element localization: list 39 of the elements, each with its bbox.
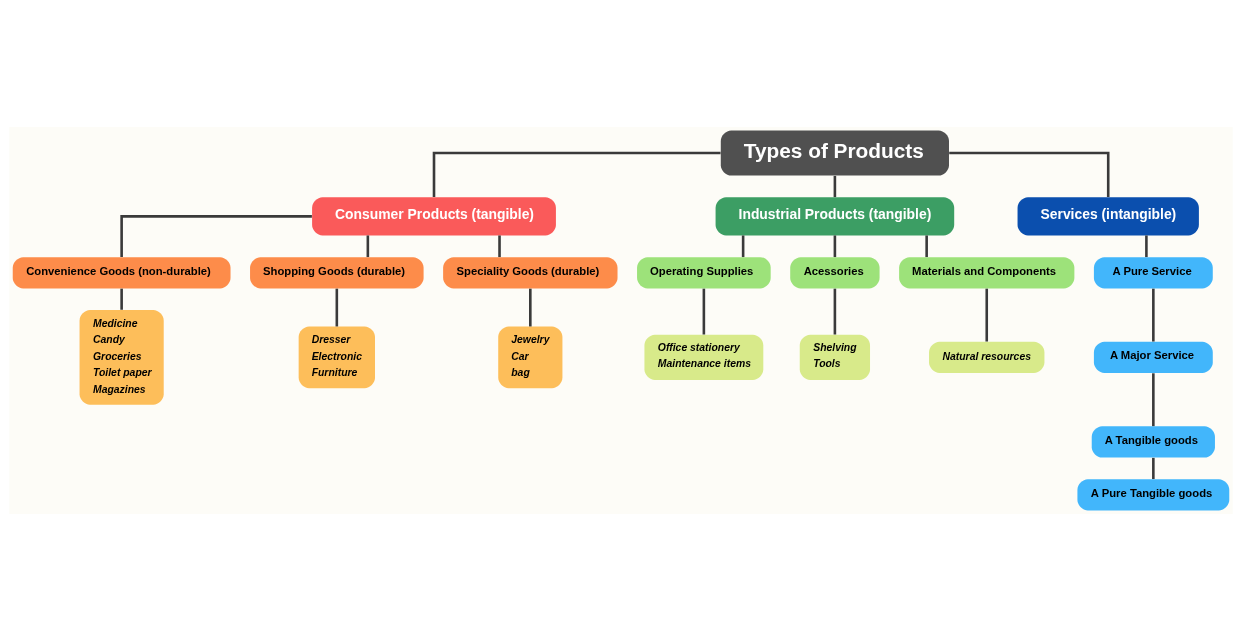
connector [120,288,123,310]
node-box: Speciality Goods (durable) [443,256,618,288]
connector [1152,457,1155,479]
node-box: Consumer Products (tangible) [312,196,556,235]
node-box: Convenience Goods (non-durable) [12,256,231,288]
connector [985,288,989,342]
node-box: Materials and Components [899,256,1075,288]
node-box: A Pure Tangible goods [1077,478,1230,511]
connector [366,234,370,257]
connector [949,151,1110,197]
connector [120,214,312,257]
node-box: Dresser Electronic Furniture [298,326,375,388]
node-box: A Major Service [1093,341,1213,373]
connector [335,288,339,326]
connector [741,234,745,257]
connector [498,234,501,257]
connector [833,234,837,257]
connector [833,288,837,334]
node-box: Natural resources [929,341,1045,373]
connector [1152,372,1155,426]
node-box: A Tangible goods [1091,425,1215,458]
node-box: Office stationery Maintenance items [644,334,764,380]
node-box: Industrial Products (tangible) [715,196,955,235]
node-box: Acessories [790,256,880,288]
connector [1152,288,1155,342]
connector [925,234,928,257]
node-box: Shelving Tools [799,334,871,380]
node-box: Shopping Goods (durable) [250,256,424,288]
node-box: Medicine Candy Groceries Toilet paper Magazines [79,309,164,405]
connector [702,288,706,334]
node-box: Jewelry Car bag [498,326,563,388]
connector [529,288,532,326]
connector [833,175,837,197]
node-box: A Pure Service [1093,256,1213,288]
connector [1145,234,1148,257]
connector [432,151,721,197]
node-box: Services (intangible) [1017,196,1199,235]
node-box: Operating Supplies [637,256,771,288]
node-box: Types of Products [720,129,949,176]
